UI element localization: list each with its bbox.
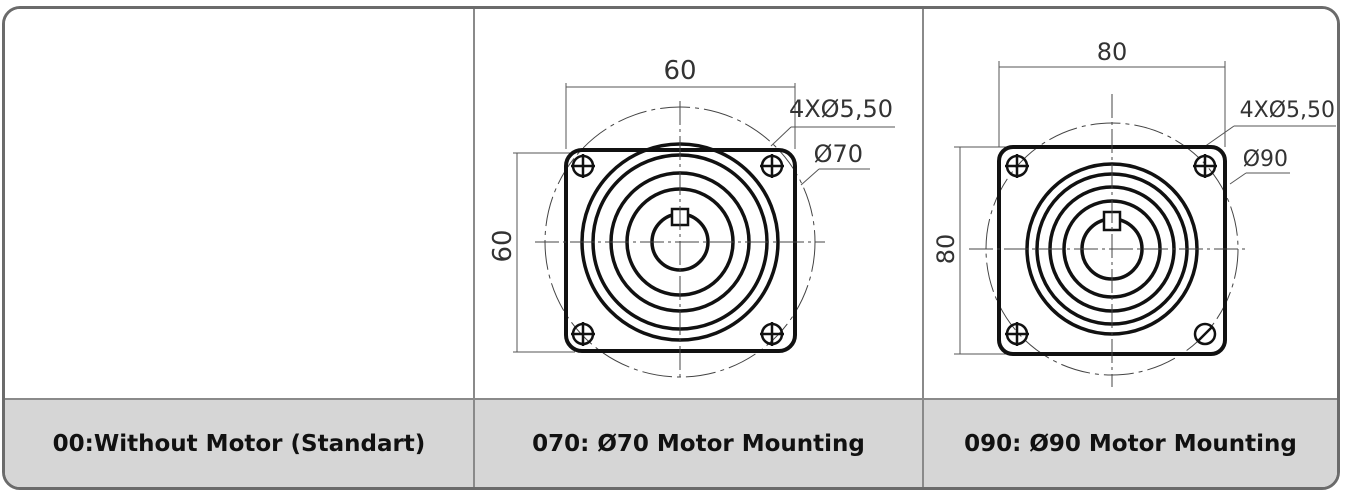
option-image-090: 80 4XØ5,50 Ø90 80 [924,9,1337,400]
center-lines [969,94,1249,387]
hole-callout: 4XØ5,50 [1240,98,1335,123]
option-label-090: 090: Ø90 Motor Mounting [964,430,1297,457]
center-lines [535,101,825,381]
width-dimension: 60 [663,56,696,86]
mounting-holes [1005,154,1217,346]
option-cell-without-motor: 00:Without Motor (Standart) [5,400,475,487]
mounting-holes [571,154,784,346]
height-dimension: 60 [488,229,518,262]
flange-drawing-090: 80 4XØ5,50 Ø90 80 [932,38,1336,387]
circle-dimension: Ø70 [814,140,863,168]
hole-leader [1203,125,1235,148]
circle-leader [800,168,820,186]
option-cell-090: 090: Ø90 Motor Mounting [924,400,1337,487]
width-dimension: 80 [1097,38,1128,66]
option-image-070: 60 4XØ5,50 Ø70 60 [475,9,924,400]
option-label-070: 070: Ø70 Motor Mounting [532,430,865,457]
option-cell-070: 070: Ø70 Motor Mounting [475,400,924,487]
flange-drawing-070: 60 4XØ5,50 Ø70 60 [488,56,895,381]
circle-leader [1229,172,1247,185]
option-label-without-motor: 00:Without Motor (Standart) [52,430,426,457]
circle-dimension: Ø90 [1243,147,1288,172]
hole-callout: 4XØ5,50 [789,95,893,123]
height-dimension: 80 [932,234,960,265]
motor-mounting-options-table: 60 4XØ5,50 Ø70 60 [2,6,1340,490]
option-image-without-motor [5,9,475,400]
hole-leader [770,126,792,147]
